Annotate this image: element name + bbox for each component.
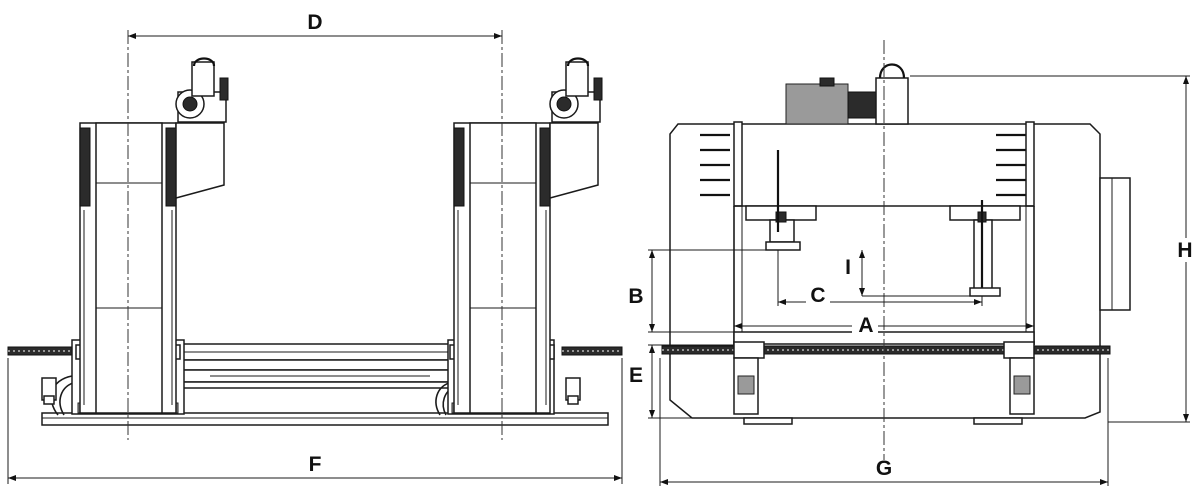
right-drive-chain	[561, 346, 623, 356]
dimension-b: B	[628, 249, 790, 333]
side-left-foot	[733, 357, 793, 425]
dimension-d: D	[128, 11, 502, 39]
dimension-f: F	[7, 358, 623, 484]
right-column	[453, 57, 603, 414]
side-right-foot	[973, 357, 1035, 425]
dimension-h: H	[910, 75, 1198, 423]
right-gearbox-housing	[549, 122, 599, 199]
label-g: G	[876, 457, 892, 480]
label-h: H	[1177, 239, 1192, 262]
left-gripper	[745, 150, 817, 251]
left-vent-slats	[700, 133, 730, 197]
label-c: C	[810, 284, 825, 307]
label-f: F	[309, 453, 322, 476]
front-view: D F	[7, 11, 623, 484]
dimension-i: I	[845, 250, 974, 297]
dimension-g: G	[659, 358, 1109, 486]
label-a: A	[858, 314, 873, 337]
left-motor	[175, 57, 229, 123]
base-plate	[41, 412, 609, 426]
dimension-c: C	[777, 250, 983, 307]
dimension-a: A	[734, 312, 1034, 337]
label-d: D	[307, 11, 322, 34]
right-vent-slats	[996, 133, 1028, 197]
side-flange	[1099, 177, 1131, 311]
side-motor	[785, 63, 909, 125]
side-view: B E A C	[628, 40, 1198, 486]
right-gripper	[949, 200, 1021, 297]
right-motor	[549, 57, 603, 123]
label-e: E	[629, 364, 643, 387]
left-gearbox-housing	[175, 122, 225, 199]
rail-assembly	[175, 343, 459, 389]
dimension-e: E	[629, 344, 744, 419]
label-b: B	[628, 285, 643, 308]
label-i: I	[845, 256, 851, 279]
